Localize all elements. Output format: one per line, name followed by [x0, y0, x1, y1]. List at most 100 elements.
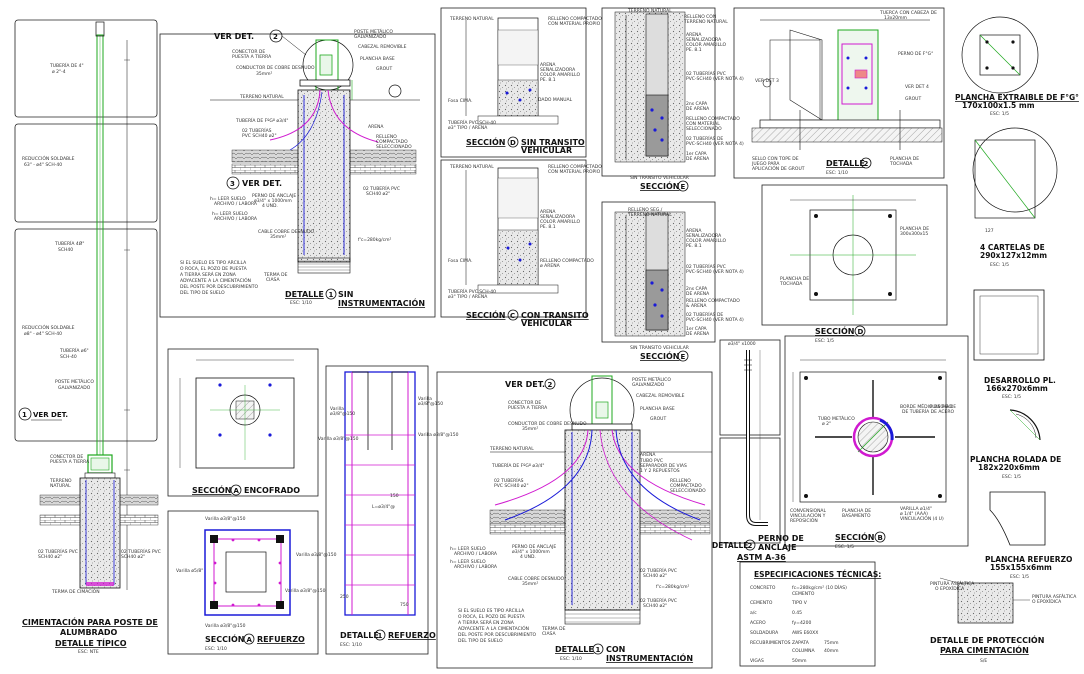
sec-d-sin-num: D	[510, 139, 516, 147]
svg-text:h= LEER SUELO: h= LEER SUELO	[212, 211, 248, 217]
svg-text:O EPOXÍDICA: O EPOXÍDICA	[1032, 598, 1062, 605]
svg-text:ø3/4" x 1000mm: ø3/4" x 1000mm	[254, 198, 292, 204]
svg-text:VARILLA ø1/4": VARILLA ø1/4"	[900, 506, 932, 512]
svg-text:TUBERÍA 4Ø": TUBERÍA 4Ø"	[54, 240, 84, 247]
post-title-1: CIMENTACIÓN PARA POSTE DE	[22, 616, 158, 627]
detalle-1-ref-title: DETALLE	[340, 631, 379, 640]
perno-num: 2	[748, 542, 753, 550]
svg-text:Varilla ø3/8"@150: Varilla ø3/8"@150	[285, 588, 326, 594]
svg-text:02 TUBERÍAS DE: 02 TUBERÍAS DE	[686, 311, 723, 318]
svg-text:TUBO METÁLICO: TUBO METÁLICO	[817, 415, 855, 422]
svg-text:TOCHADA: TOCHADA	[889, 161, 913, 167]
svg-text:COMPACTADO: COMPACTADO	[376, 139, 408, 145]
ver-det-con-num: 2	[548, 381, 553, 389]
svg-text:GALVANIZADO: GALVANIZADO	[632, 382, 665, 388]
svg-text:fc=280kg/cm² (10 DÍAS): fc=280kg/cm² (10 DÍAS)	[792, 584, 847, 591]
svg-text:VINCULACIÓN (4 U): VINCULACIÓN (4 U)	[900, 515, 944, 522]
sec-d-sin-title: SECCIÓN	[466, 136, 505, 147]
svg-text:PUESTA A TIERRA: PUESTA A TIERRA	[232, 54, 272, 60]
svg-text:13x20mm: 13x20mm	[884, 15, 907, 21]
svg-text:ARCHIVO / LABORA: ARCHIVO / LABORA	[454, 551, 498, 557]
svg-text:RELLENO CON: RELLENO CON	[684, 14, 716, 20]
svg-text:AWS E60XX: AWS E60XX	[792, 630, 818, 636]
svg-text:f'c=280kg/cm²: f'c=280kg/cm²	[656, 584, 689, 590]
svg-text:A TIERRA SERÁ EN ZONA: A TIERRA SERÁ EN ZONA	[458, 619, 515, 626]
svg-text:ESC: 1/5: ESC: 1/5	[815, 338, 834, 344]
svg-text:DE ARENA: DE ARENA	[686, 156, 710, 162]
svg-text:SCH40 ø2": SCH40 ø2"	[643, 573, 667, 579]
svg-text:POSTE METÁLICO: POSTE METÁLICO	[354, 28, 393, 35]
seccion-a-enc-title: SECCIÓN	[192, 484, 231, 495]
svg-text:h= LEER SUELO: h= LEER SUELO	[450, 546, 486, 552]
svg-text:Varilla ø3/8"@150: Varilla ø3/8"@150	[418, 432, 459, 438]
svg-text:PVC-SCH40 (VER NOTA 4): PVC-SCH40 (VER NOTA 4)	[686, 76, 744, 82]
svg-text:TUBERÍA ø6": TUBERÍA ø6"	[59, 347, 89, 354]
svg-text:TOCHADA: TOCHADA	[779, 281, 803, 287]
svg-text:PERNO DE ANCLAJE: PERNO DE ANCLAJE	[252, 193, 296, 199]
ver-det-left: VER DET.	[33, 411, 68, 419]
svg-text:ø3" TIPO / ARENA: ø3" TIPO / ARENA	[448, 294, 488, 300]
detalle-1-sin-num: 1	[329, 291, 334, 299]
svg-text:ARENA: ARENA	[540, 209, 556, 215]
svg-text:h= LEER SUELO: h= LEER SUELO	[450, 559, 486, 565]
ver-det-3: VER DET.	[242, 179, 282, 188]
detalle-1-refuerzo-group: Varillaø3/8"@150Varillaø3/8"@150Varilla …	[318, 365, 459, 655]
sec-c-con-title: SECCIÓN	[466, 309, 505, 320]
svg-text:CEMENTO: CEMENTO	[792, 591, 815, 597]
svg-text:COLOR AMARILLO: COLOR AMARILLO	[686, 238, 726, 244]
svg-text:SELECCIONADO: SELECCIONADO	[670, 488, 706, 494]
svg-text:PINTURA ASFÁLTICA: PINTURA ASFÁLTICA	[930, 580, 975, 587]
svg-text:BORDE MÉDIO DE PISO: BORDE MÉDIO DE PISO	[900, 402, 953, 410]
plancha-refuerzo-group: PLANCHA REFUERZO 155x155x6mm ESC: 1/5	[985, 491, 1072, 580]
svg-text:300x300x15: 300x300x15	[900, 231, 928, 237]
sec-e2-num: E	[681, 353, 686, 361]
sec-e2-title: SECCIÓN	[640, 350, 679, 361]
perno-anclaje-group: ø3/4" x1000 DETALLE 2 PERNO DE ANCLAJE A…	[712, 339, 804, 562]
svg-text:CONECTOR DE: CONECTOR DE	[232, 49, 265, 55]
svg-text:CABLE COBRE DESNUDO: CABLE COBRE DESNUDO	[258, 229, 315, 235]
svg-text:SCH40: SCH40	[58, 247, 73, 253]
svg-text:Varilla ø3/8"@150: Varilla ø3/8"@150	[205, 623, 246, 629]
seccion-d-plan-num: D	[858, 328, 864, 336]
svg-text:ø8" - ø4" SCH-40: ø8" - ø4" SCH-40	[24, 331, 62, 337]
svg-text:TUBERÍA DE FºGº ø3/4": TUBERÍA DE FºGº ø3/4"	[491, 462, 545, 469]
svg-text:REDUCCIÓN SOLDABLE: REDUCCIÓN SOLDABLE	[22, 324, 75, 331]
sec-e1-top: SIN TRANSITO VEHICULAR	[630, 175, 689, 181]
sec-e1-num: E	[681, 183, 686, 191]
svg-text:SCH40 ø2": SCH40 ø2"	[38, 554, 62, 560]
svg-text:DADO MANUAL: DADO MANUAL	[538, 97, 573, 103]
svg-text:ESC: 1/5: ESC: 1/5	[1002, 474, 1021, 480]
svg-text:DE ARENA: DE ARENA	[686, 291, 710, 297]
svg-text:NATURAL: NATURAL	[50, 483, 71, 489]
svg-text:4 UND.: 4 UND.	[520, 554, 536, 560]
svg-text:COLOR AMARILLO: COLOR AMARILLO	[540, 72, 580, 78]
svg-text:TERMA DE: TERMA DE	[263, 272, 288, 278]
svg-text:ESC: 1/5: ESC: 1/5	[990, 262, 1009, 268]
svg-text:RELLENO: RELLENO	[376, 134, 397, 140]
cartelas-dims: 290x127x12mm	[980, 251, 1047, 260]
svg-text:ø 2": ø 2"	[822, 421, 831, 427]
svg-text:PVC-SCH40 (VER NOTA 4): PVC-SCH40 (VER NOTA 4)	[686, 317, 744, 323]
svg-text:RELLENO COMPACTADO: RELLENO COMPACTADO	[548, 16, 602, 22]
svg-text:REDUCCIÓN SOLDABLE: REDUCCIÓN SOLDABLE	[22, 155, 75, 162]
perno-title-2: ANCLAJE	[758, 543, 797, 552]
svg-text:PLANCHA BASE: PLANCHA BASE	[640, 406, 675, 412]
svg-text:PLANCHA DE: PLANCHA DE	[890, 156, 919, 162]
svg-text:1er CAPA: 1er CAPA	[686, 151, 708, 157]
svg-text:CON MATERIAL PROPIO: CON MATERIAL PROPIO	[548, 169, 601, 175]
svg-text:ø3/8"@150: ø3/8"@150	[330, 411, 355, 417]
svg-text:DEL POSTE POR DESCUBRIMIENTO: DEL POSTE POR DESCUBRIMIENTO	[458, 632, 537, 638]
svg-text:ARCHIVO / LABORA: ARCHIVO / LABORA	[214, 216, 258, 222]
svg-text:Varilla ø3/8"@150: Varilla ø3/8"@150	[205, 516, 246, 522]
svg-text:CONDUCTOR DE COBRE DESNUDO: CONDUCTOR DE COBRE DESNUDO	[236, 65, 315, 71]
svg-text:SELECCIONADO: SELECCIONADO	[686, 126, 722, 132]
sec-d-sin-rest2: VEHICULAR	[521, 146, 572, 155]
svg-text:Varilla ø5/8": Varilla ø5/8"	[176, 568, 203, 574]
svg-text:CONCRETO: CONCRETO	[750, 585, 776, 591]
desarrollo-dims: 166x270x6mm	[986, 384, 1048, 393]
svg-text:150: 150	[390, 493, 399, 499]
sec-c-con-num: C	[510, 312, 515, 320]
